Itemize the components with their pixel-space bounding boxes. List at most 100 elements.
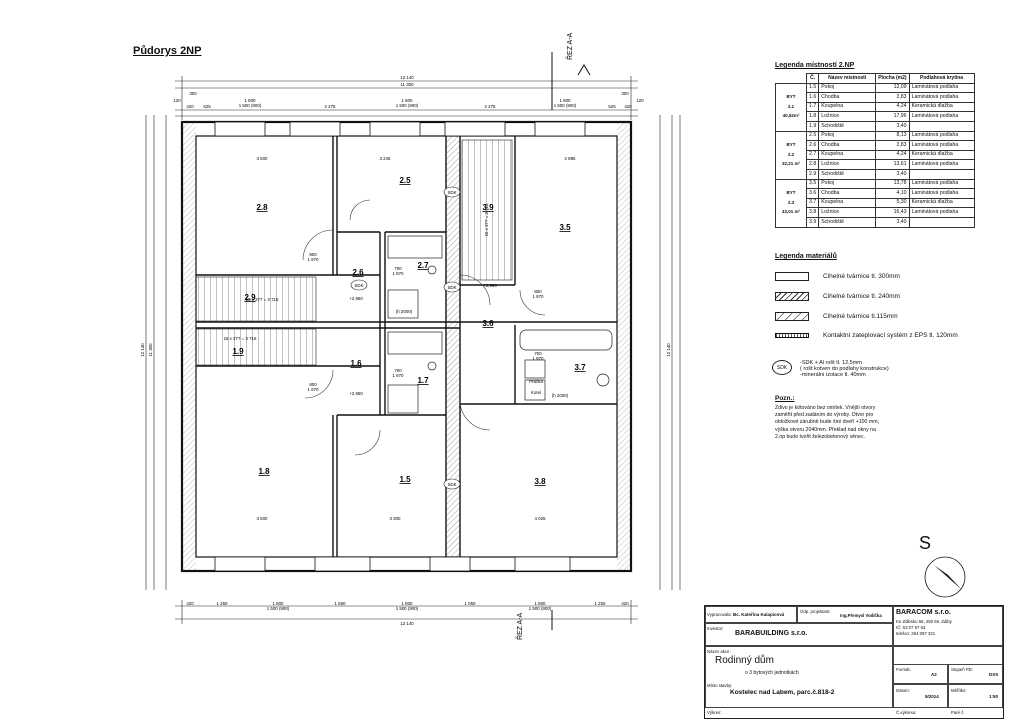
materials-legend-title: Legenda materiálů [775,253,837,260]
dim-room-width: 3 600 [257,516,269,521]
room-label-3-5: 3.5 [559,223,571,232]
door-size: 1 970 [393,271,405,276]
room-label-2-6: 2.6 [352,268,364,277]
dim-bottom-segment: 420 [186,601,194,606]
legend-cell-area: 4,24 [875,149,910,161]
sdk-label: SDK [354,283,363,288]
dim-room-width: 3 600 [257,156,269,161]
flat-label [775,169,807,180]
stairs [195,139,513,366]
dim-bottom-segment: 1 500 (900) [529,606,552,611]
legend-cell-number: 3.6 [805,188,820,199]
dim-bottom-segment: 1 800 [535,601,547,606]
legend-cell-number: 3.9 [805,216,820,228]
legend-cell-number: 1.8 [805,111,820,122]
room-label-3-7: 3.7 [574,363,586,372]
dim-bottom-segment: 1 500 (900) [396,606,419,611]
top-dimension-lines [175,76,638,120]
appliance-label: Kotel [531,390,541,395]
legend-cell-floor: Laminátová podlaha [908,92,975,103]
sdk-note: SDK -SDK + Al rošt tl. 12,5mm ( rošt kot… [772,360,889,378]
legend-cell-name: Schodiště [818,216,877,228]
building-name-label: Název akce: [707,649,731,654]
north-label: S [919,533,932,553]
legend-header-flat [776,74,807,84]
dim-bottom-segment: 1 250 [595,601,607,606]
door-size: 700 [534,351,542,356]
door-size: 800 [309,252,317,257]
material-item: Kontaktní zateplovací systém z EPS tl. 1… [775,332,958,339]
door-size: 1 970 [533,294,545,299]
legend-cell-number: 3.7 [805,197,820,209]
legend-cell-number: 1.6 [805,92,820,103]
dim-top-segment: 1 800 [402,98,414,103]
flat-label: 2.1 [775,102,807,112]
section-line [551,52,591,630]
legend-cell-floor [908,216,975,228]
flat-label [775,130,807,141]
room-labels: 2.82.53.93.52.62.72.93.61.91.61.73.71.81… [232,176,586,486]
legend-cell-floor [908,168,975,180]
dim-bottom-segment: 1 550 [335,601,347,606]
legend-cell-floor [908,120,975,132]
room-label-3-8: 3.8 [534,477,546,486]
legend-cell-area: 4,10 [875,188,910,199]
material-swatch [775,312,809,321]
dim-bottom-segment: 1 500 (900) [267,606,290,611]
legend-cell-name: Chodba [818,188,877,199]
location: Kostelec nad Labem, parc.č.818-2 [730,689,835,696]
flat-label: 2.3 [775,198,807,208]
legend-cell-name: Chodba [818,140,877,151]
sdk-line: ( rošt kotven do podlahy konstrukce) [800,366,889,372]
legend-cell-floor: Laminátová podlaha [908,188,975,199]
legend-cell-floor: Keramická dlažba [908,197,975,209]
legend-cell-name: Chodba [818,92,877,103]
dim-top-segment: 420 [624,104,632,109]
legend-cell-area: 3,40 [875,120,910,132]
legend-cell-name: Schodiště [818,120,877,132]
dim-top-segment: 625 [203,104,211,109]
note-line: výška otvoru 2040mm. Překlad nad okny na [775,426,876,433]
dim-top-segment: 2 275 [325,104,337,109]
dim-top-outer: 12 140 [400,75,414,80]
material-swatch [775,272,809,281]
sdk-symbols [350,186,461,490]
legend-cell-name: Schodiště [818,168,877,180]
legend-cell-floor: Laminátová podlaha [908,111,975,122]
building-sub: o 3 bytových jednotkách [745,670,799,676]
flat-label: 43,01 m² [775,207,807,218]
format: A2 [931,672,937,677]
dim-bottom-segment: 1 800 [402,601,414,606]
note-line: Zdivo je kótováno bez omítek. Vnější otv… [775,405,876,411]
legend-cell-area: 17,96 [875,111,910,122]
sdk-label: SDK [447,190,456,195]
dim-top-segment: 1 900 [560,98,572,103]
door-swings [302,199,546,456]
flat-label: 40,52m² [775,111,807,122]
legend-cell-area: 2,83 [875,140,910,151]
legend-cell-name: Ložnice [818,159,877,170]
stair-info: 16 x 277 = 3 715 [246,297,279,302]
legend-cell-number: 2.7 [805,149,820,161]
door-size: 1 970 [393,373,405,378]
legend-cell-name: Koupelna [818,149,877,161]
page-title: Půdorys 2NP [133,45,202,57]
stair-info: 16 x 277 = 3 715 [224,336,257,341]
legend-cell-area: 16,43 [875,207,910,218]
section-mark-bottom: ŘEZ A-A [515,612,524,640]
dim-top-segment: 300 [189,91,197,96]
legend-cell-number: 1.9 [805,120,820,132]
legend-cell-floor: Keramická dlažba [908,101,975,113]
legend-cell-area: 12,09 [875,82,910,94]
legend-cell-name: Koupelna [818,197,877,209]
dim-top-segment: 120 [173,98,181,103]
drawing-content-label: Výkres: [707,710,722,715]
